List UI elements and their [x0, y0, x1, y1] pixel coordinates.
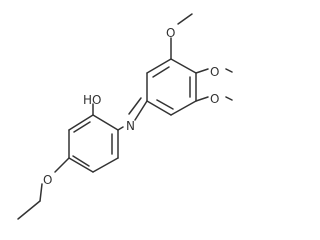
bond [225, 68, 233, 73]
bond [195, 96, 209, 102]
molecule-diagram: HO N O O O O [17, 13, 233, 220]
methoxy-oxygen-middle-label: O [210, 65, 219, 79]
double-bond [72, 155, 90, 167]
bond [225, 96, 233, 101]
bond [54, 157, 70, 173]
double-bond [73, 121, 91, 133]
bond [195, 68, 209, 74]
methoxy-oxygen-bottom-label: O [210, 92, 219, 106]
hydroxyl-label: HO [83, 93, 101, 107]
bond [146, 58, 172, 74]
bond [117, 126, 124, 131]
bond [92, 157, 119, 173]
double-bond [156, 99, 174, 110]
bond [170, 100, 197, 116]
phenol-ring [68, 114, 119, 173]
bond [17, 200, 41, 220]
bond [170, 58, 197, 74]
bond [177, 13, 193, 25]
bond [68, 157, 94, 173]
double-bond [152, 66, 170, 78]
double-bond [128, 97, 142, 115]
trimethoxyphenyl-ring [146, 58, 197, 116]
ethoxy-oxygen-label: O [43, 173, 52, 187]
bond [39, 183, 43, 202]
bond [134, 100, 148, 121]
methoxy-oxygen-top-label: O [166, 26, 175, 40]
structure-canvas: HO N O O O O [17, 13, 233, 220]
bond [146, 100, 172, 116]
imine-nitrogen-label: N [126, 119, 135, 133]
bond [68, 114, 94, 131]
bond [92, 114, 119, 131]
